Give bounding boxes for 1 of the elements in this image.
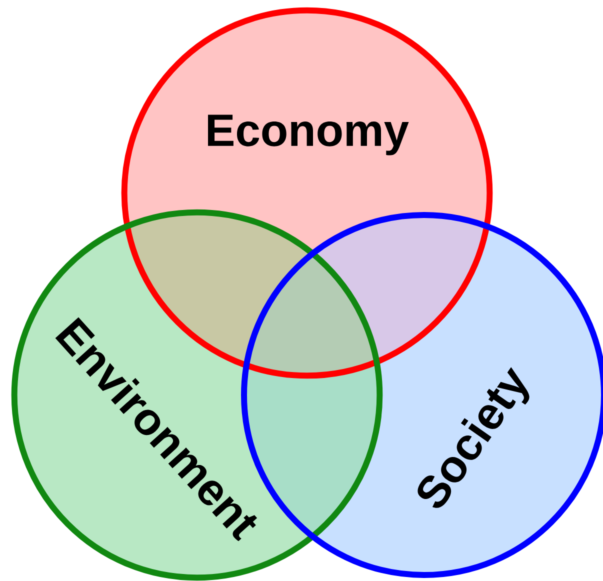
- circle-label: Economy: [208, 114, 409, 156]
